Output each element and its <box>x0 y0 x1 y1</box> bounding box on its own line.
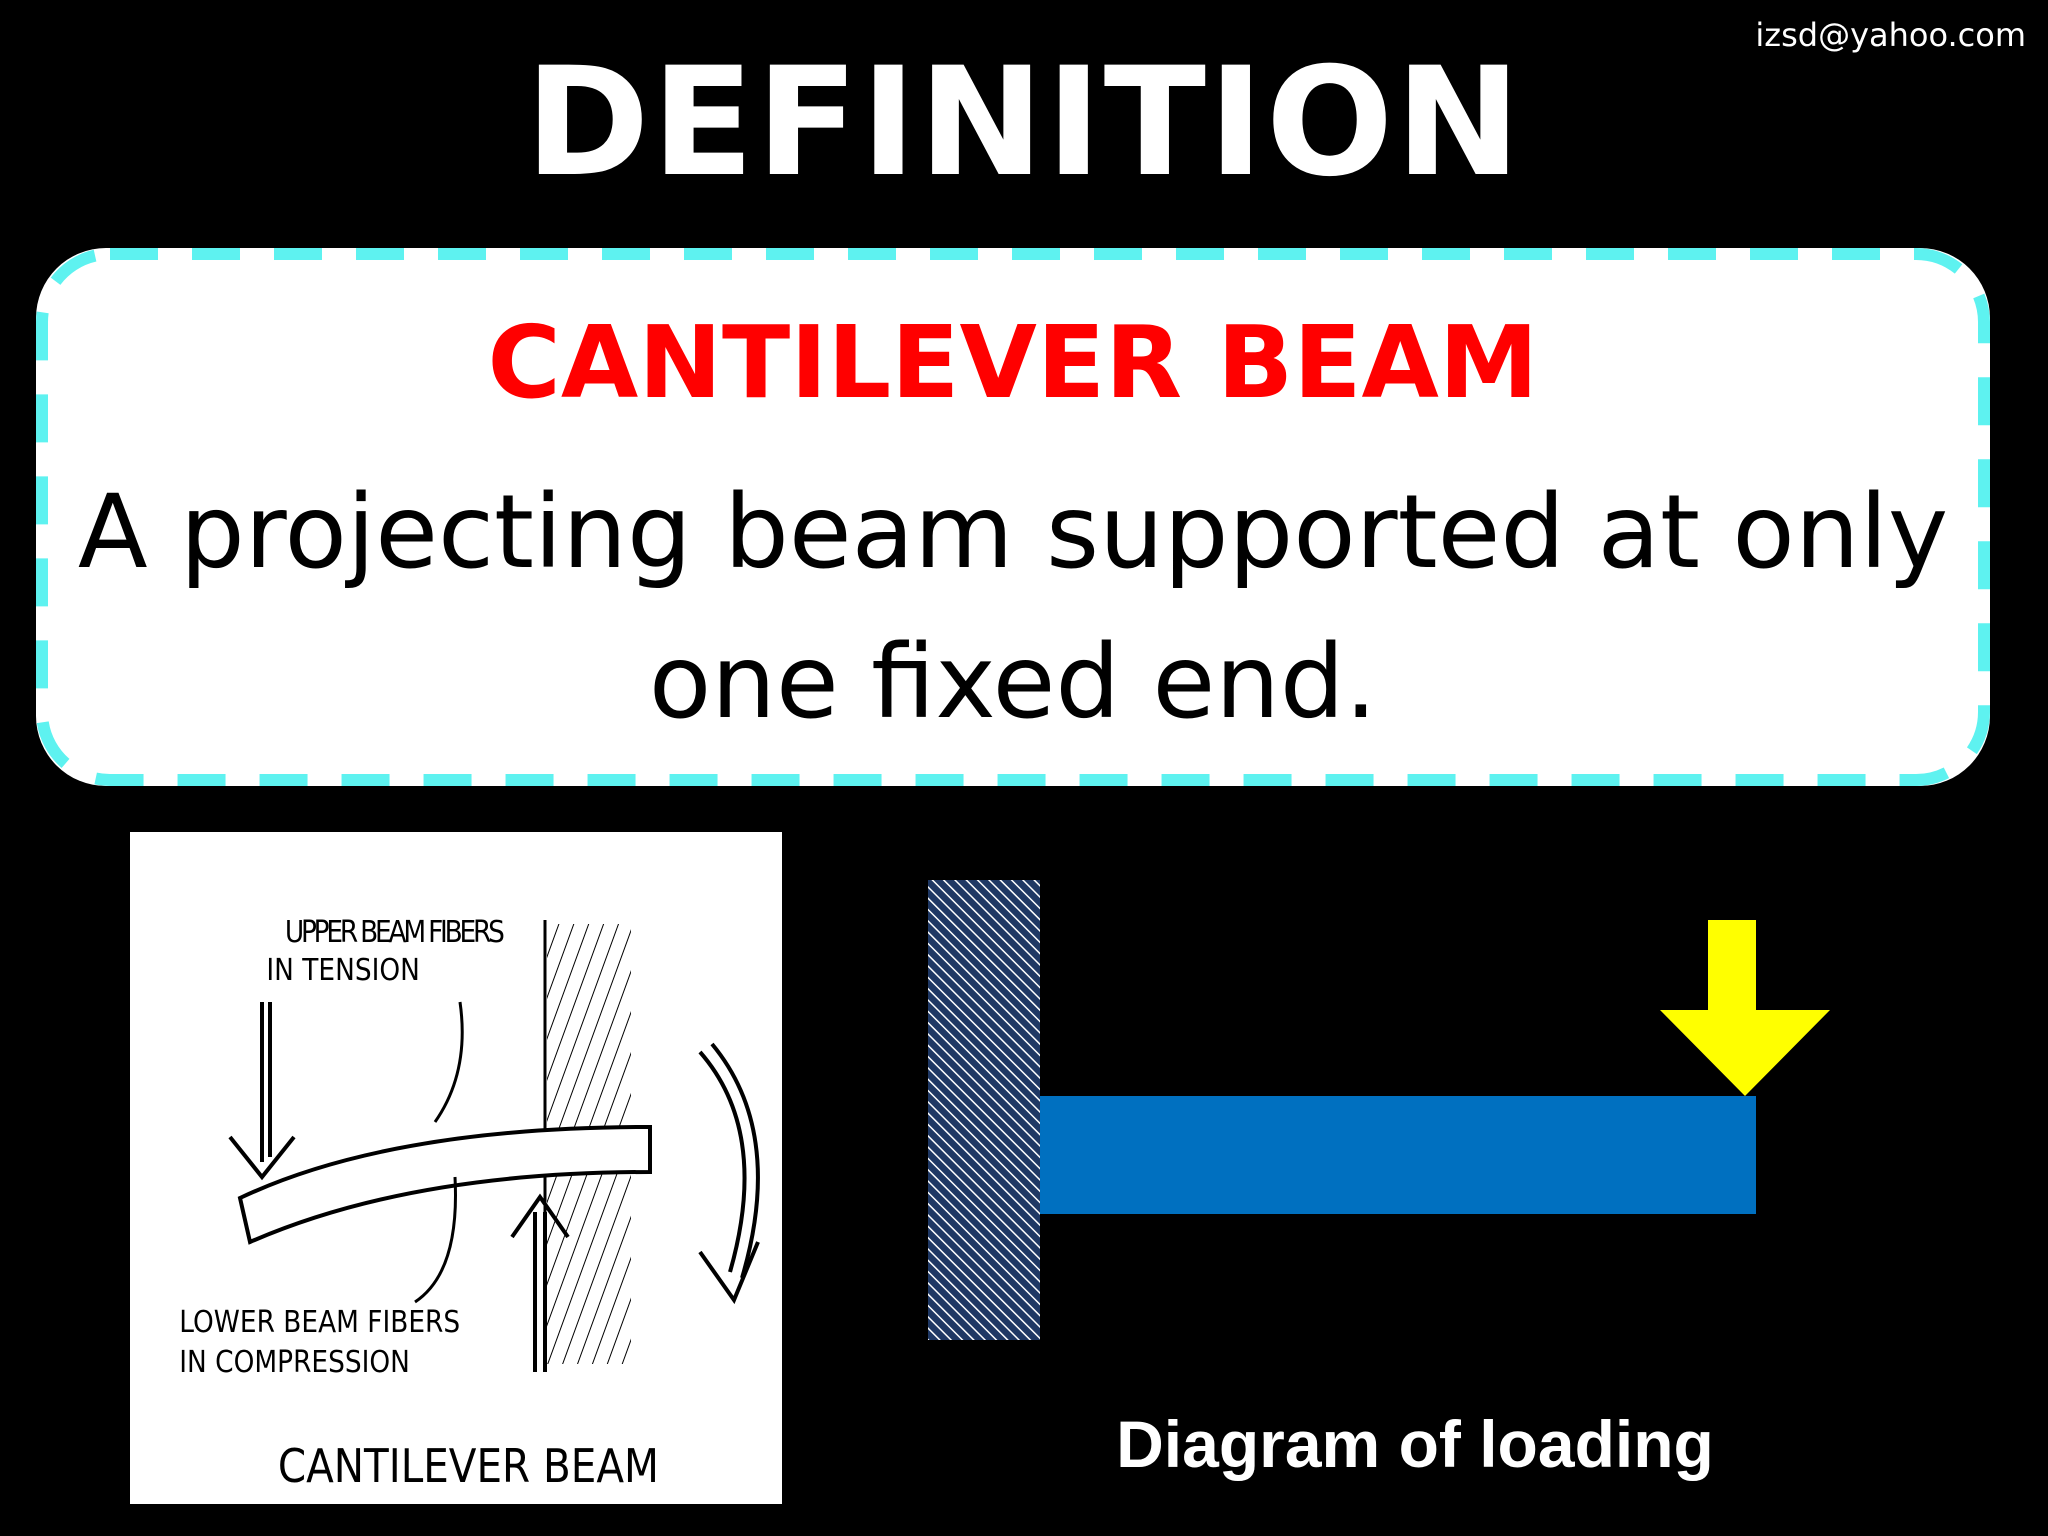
cantilever-sketch: UPPER BEAM FIBERS IN TENSION LOWER BEAM … <box>130 832 782 1504</box>
point-load-arrow <box>1660 920 1830 1096</box>
fixed-wall <box>928 880 1040 1340</box>
slide-title: DEFINITION <box>525 36 1523 210</box>
sketch-caption: CANTILEVER BEAM <box>278 1441 659 1494</box>
sketch-beam <box>237 1124 652 1245</box>
sketch-reaction-arrow <box>510 1193 570 1372</box>
sketch-moment-arrow <box>698 1042 760 1305</box>
loading-diagram-caption: Diagram of loading <box>1116 1407 1714 1481</box>
sketch-lower-label-line2: IN COMPRESSION <box>179 1344 410 1379</box>
loading-diagram <box>928 880 1830 1340</box>
email-label: izsd@yahoo.com <box>1755 16 2026 54</box>
definition-text: A projecting beam supported at only one … <box>77 473 1949 742</box>
sketch-upper-label-line2: IN TENSION <box>266 952 420 987</box>
sketch-load-arrow <box>228 1002 296 1181</box>
definition-term: CANTILEVER BEAM <box>487 304 1539 421</box>
sketch-lower-label-line1: LOWER BEAM FIBERS <box>179 1304 460 1339</box>
sketch-upper-label-line1: UPPER BEAM FIBERS <box>285 914 505 949</box>
beam <box>1040 1096 1756 1214</box>
definition-box: CANTILEVER BEAM A projecting beam suppor… <box>36 248 1990 786</box>
